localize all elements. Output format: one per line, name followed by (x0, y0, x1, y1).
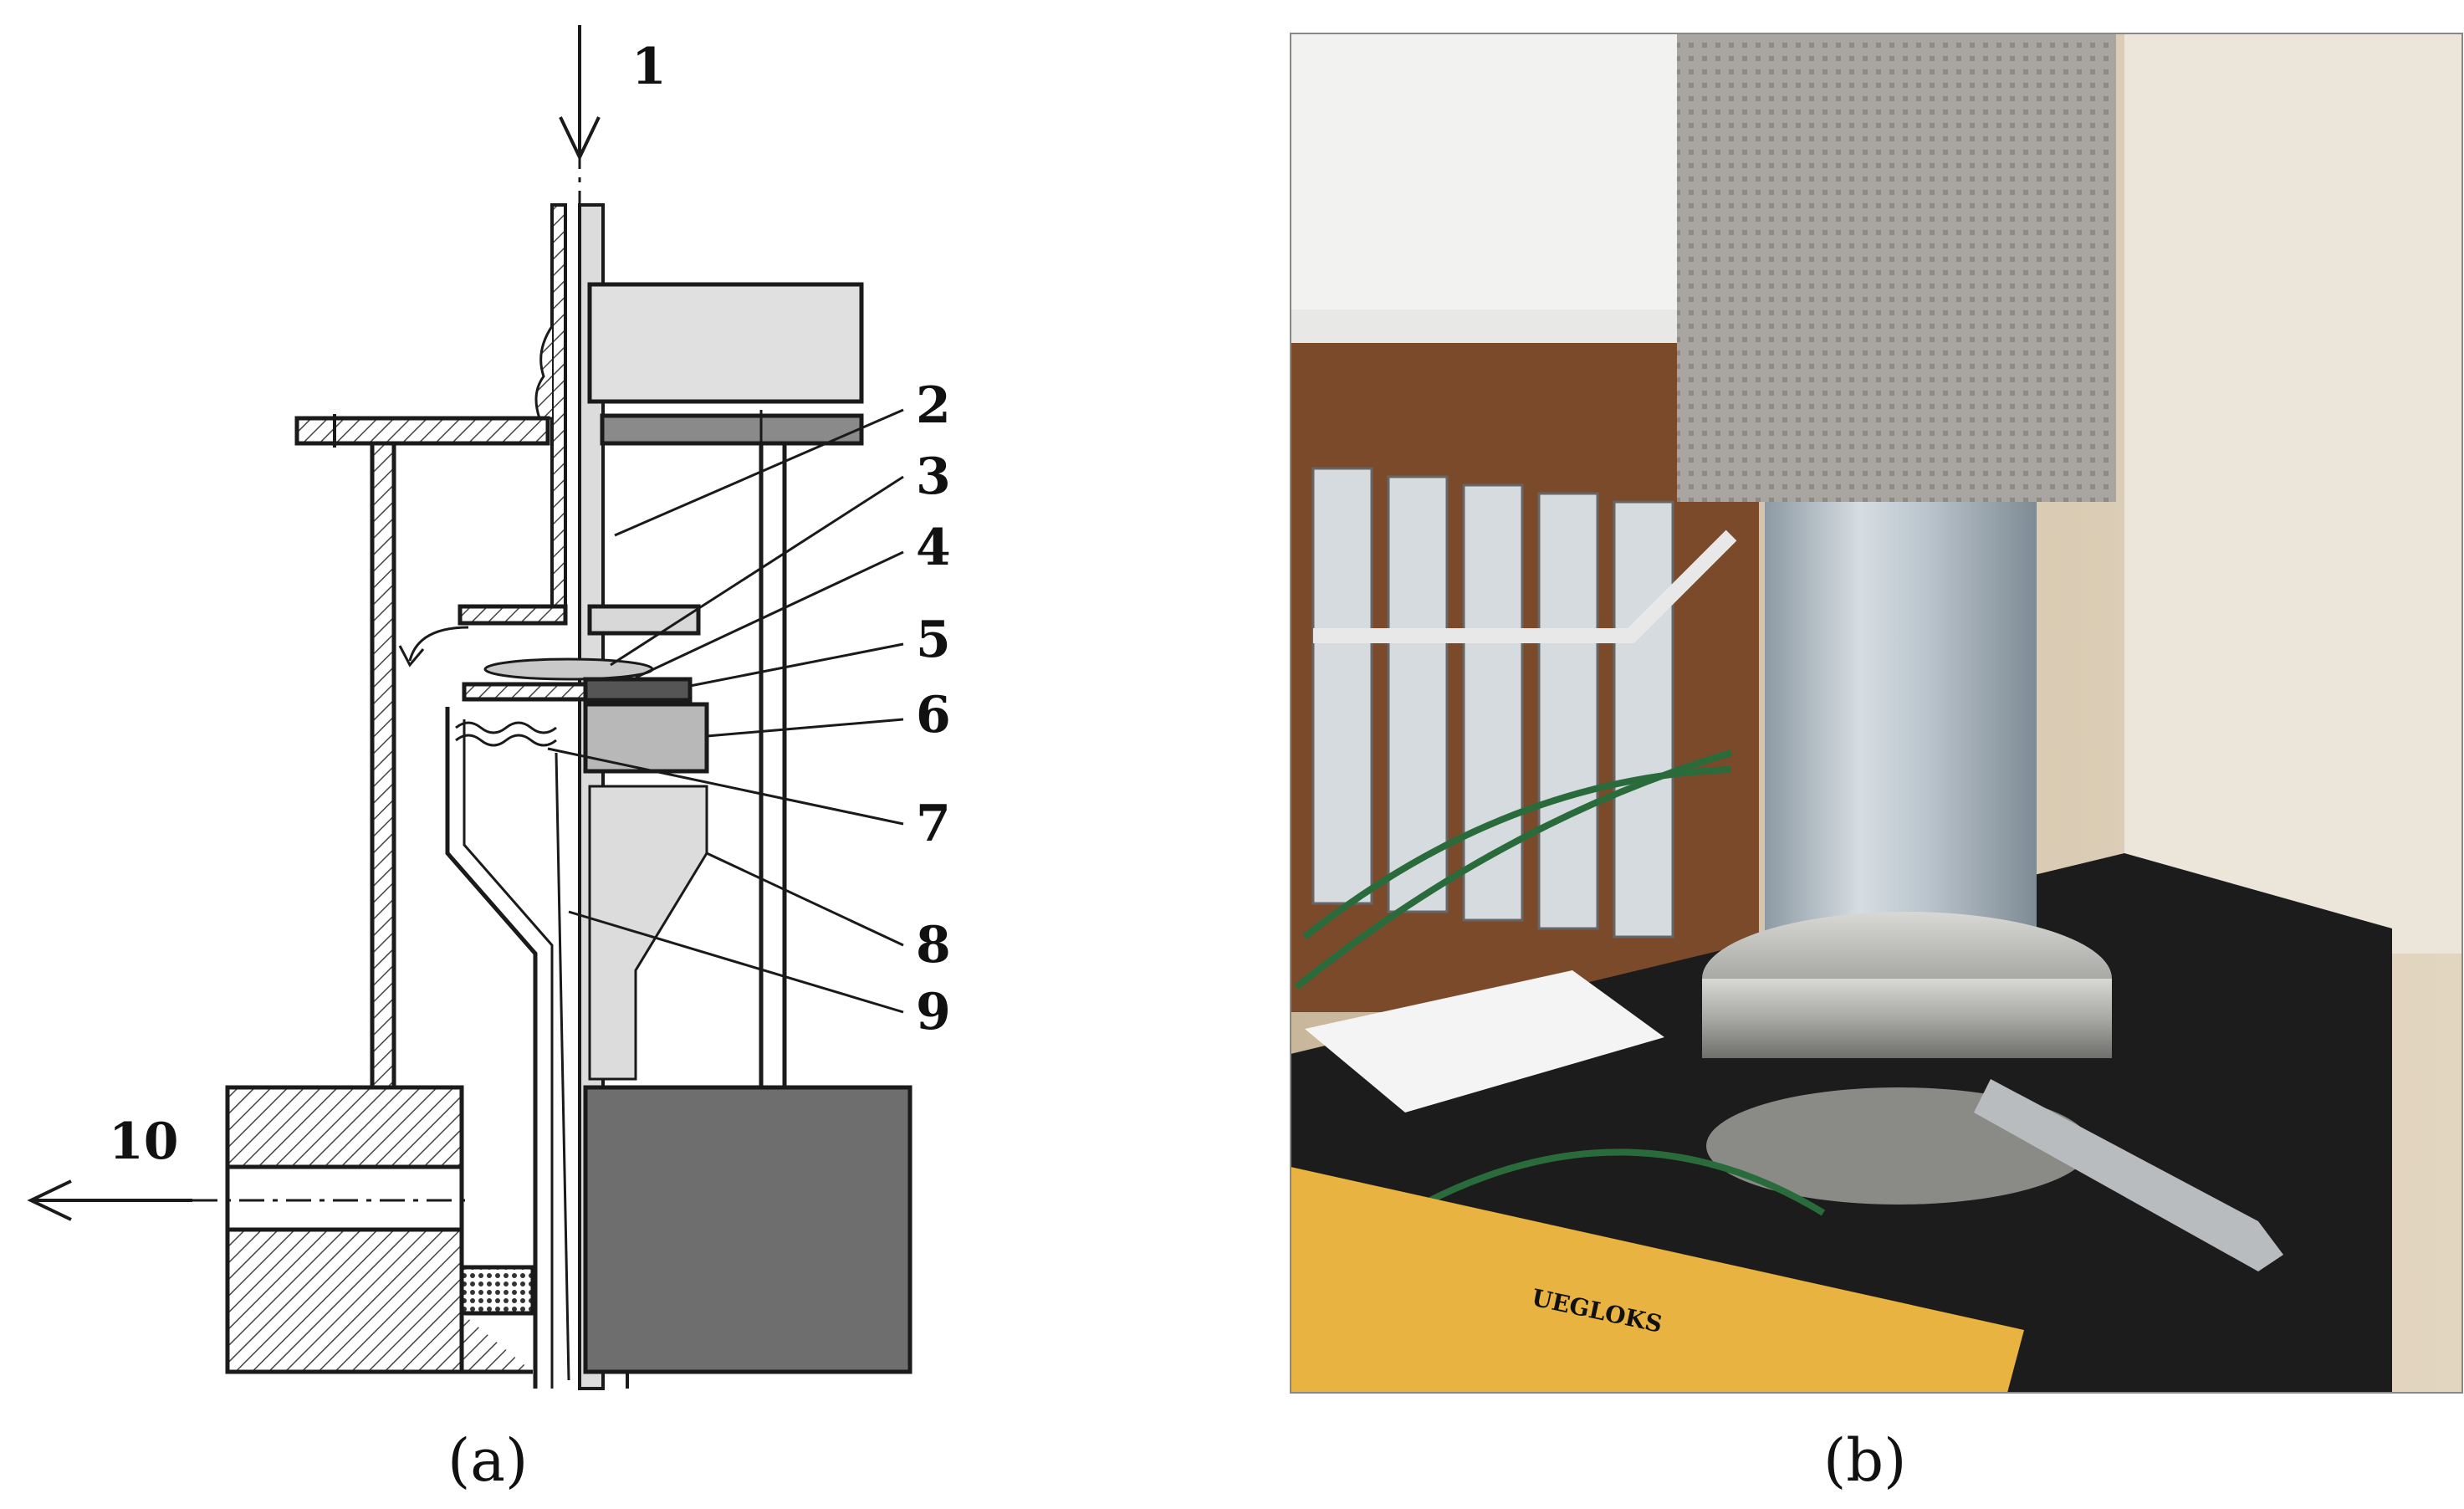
caption-a: (a) (447, 1426, 528, 1495)
dark-plate (600, 413, 864, 446)
label-2: 2 (916, 376, 951, 435)
green-wire-2 (1302, 766, 1732, 940)
gray-cone (588, 785, 708, 1081)
base-flange-side (1702, 979, 2112, 1058)
top-block (587, 282, 864, 404)
caption-b: (b) (1823, 1426, 1906, 1495)
ruler (1291, 1167, 2024, 1393)
label-10: 10 (109, 1113, 179, 1171)
label-3: 3 (916, 448, 951, 506)
conical-housing (445, 707, 538, 1389)
quartz-cylinder (1765, 502, 2037, 987)
photo-panel-b: UEGLOKS (1291, 33, 2462, 1393)
leader-lines (547, 408, 904, 1014)
feed-tube-wall (550, 203, 567, 608)
outer-wall-left (370, 441, 396, 1090)
label-5: 5 (916, 611, 951, 669)
wavy-element (455, 721, 557, 734)
inlet-arrowhead (559, 116, 601, 161)
thermocouple-sleeve (1313, 529, 1737, 643)
bottom-step (459, 1313, 533, 1374)
label-6: 6 (916, 686, 951, 744)
insulation-jacket (1677, 33, 2116, 502)
layer-5-dark (583, 677, 693, 703)
outlet-arrowhead (27, 1179, 72, 1221)
handle (1974, 1079, 2283, 1271)
feed-tube-weld (534, 325, 554, 420)
label-1: 1 (631, 38, 667, 96)
sample-disk (483, 657, 654, 681)
wavy-element-2 (455, 734, 557, 747)
label-4: 4 (916, 519, 951, 577)
flow-arrow (408, 626, 469, 662)
window-sill (1291, 309, 1709, 343)
flow-arrowhead (398, 645, 425, 668)
conical-housing-inner (463, 719, 554, 1389)
green-wire-3 (1420, 1148, 1826, 1216)
top-flange (294, 416, 550, 446)
window (1291, 33, 1709, 309)
l-bracket (458, 604, 568, 626)
schematic-panel-a (27, 25, 912, 1390)
panel-a-labels: 1 2 3 4 5 6 7 8 9 10 (109, 38, 951, 1171)
dotted-seal (459, 1265, 535, 1316)
white-tile (1305, 970, 1664, 1113)
thermocouple-line (555, 752, 570, 1381)
outlet-channel (225, 1164, 464, 1232)
dark-base-block (583, 1085, 912, 1374)
photo-frame (1290, 33, 2463, 1394)
flow-meters (1311, 467, 1674, 939)
right-wall (2124, 33, 2462, 954)
label-9: 9 (916, 983, 951, 1041)
label-7: 7 (916, 795, 951, 853)
label-8: 8 (916, 916, 951, 974)
